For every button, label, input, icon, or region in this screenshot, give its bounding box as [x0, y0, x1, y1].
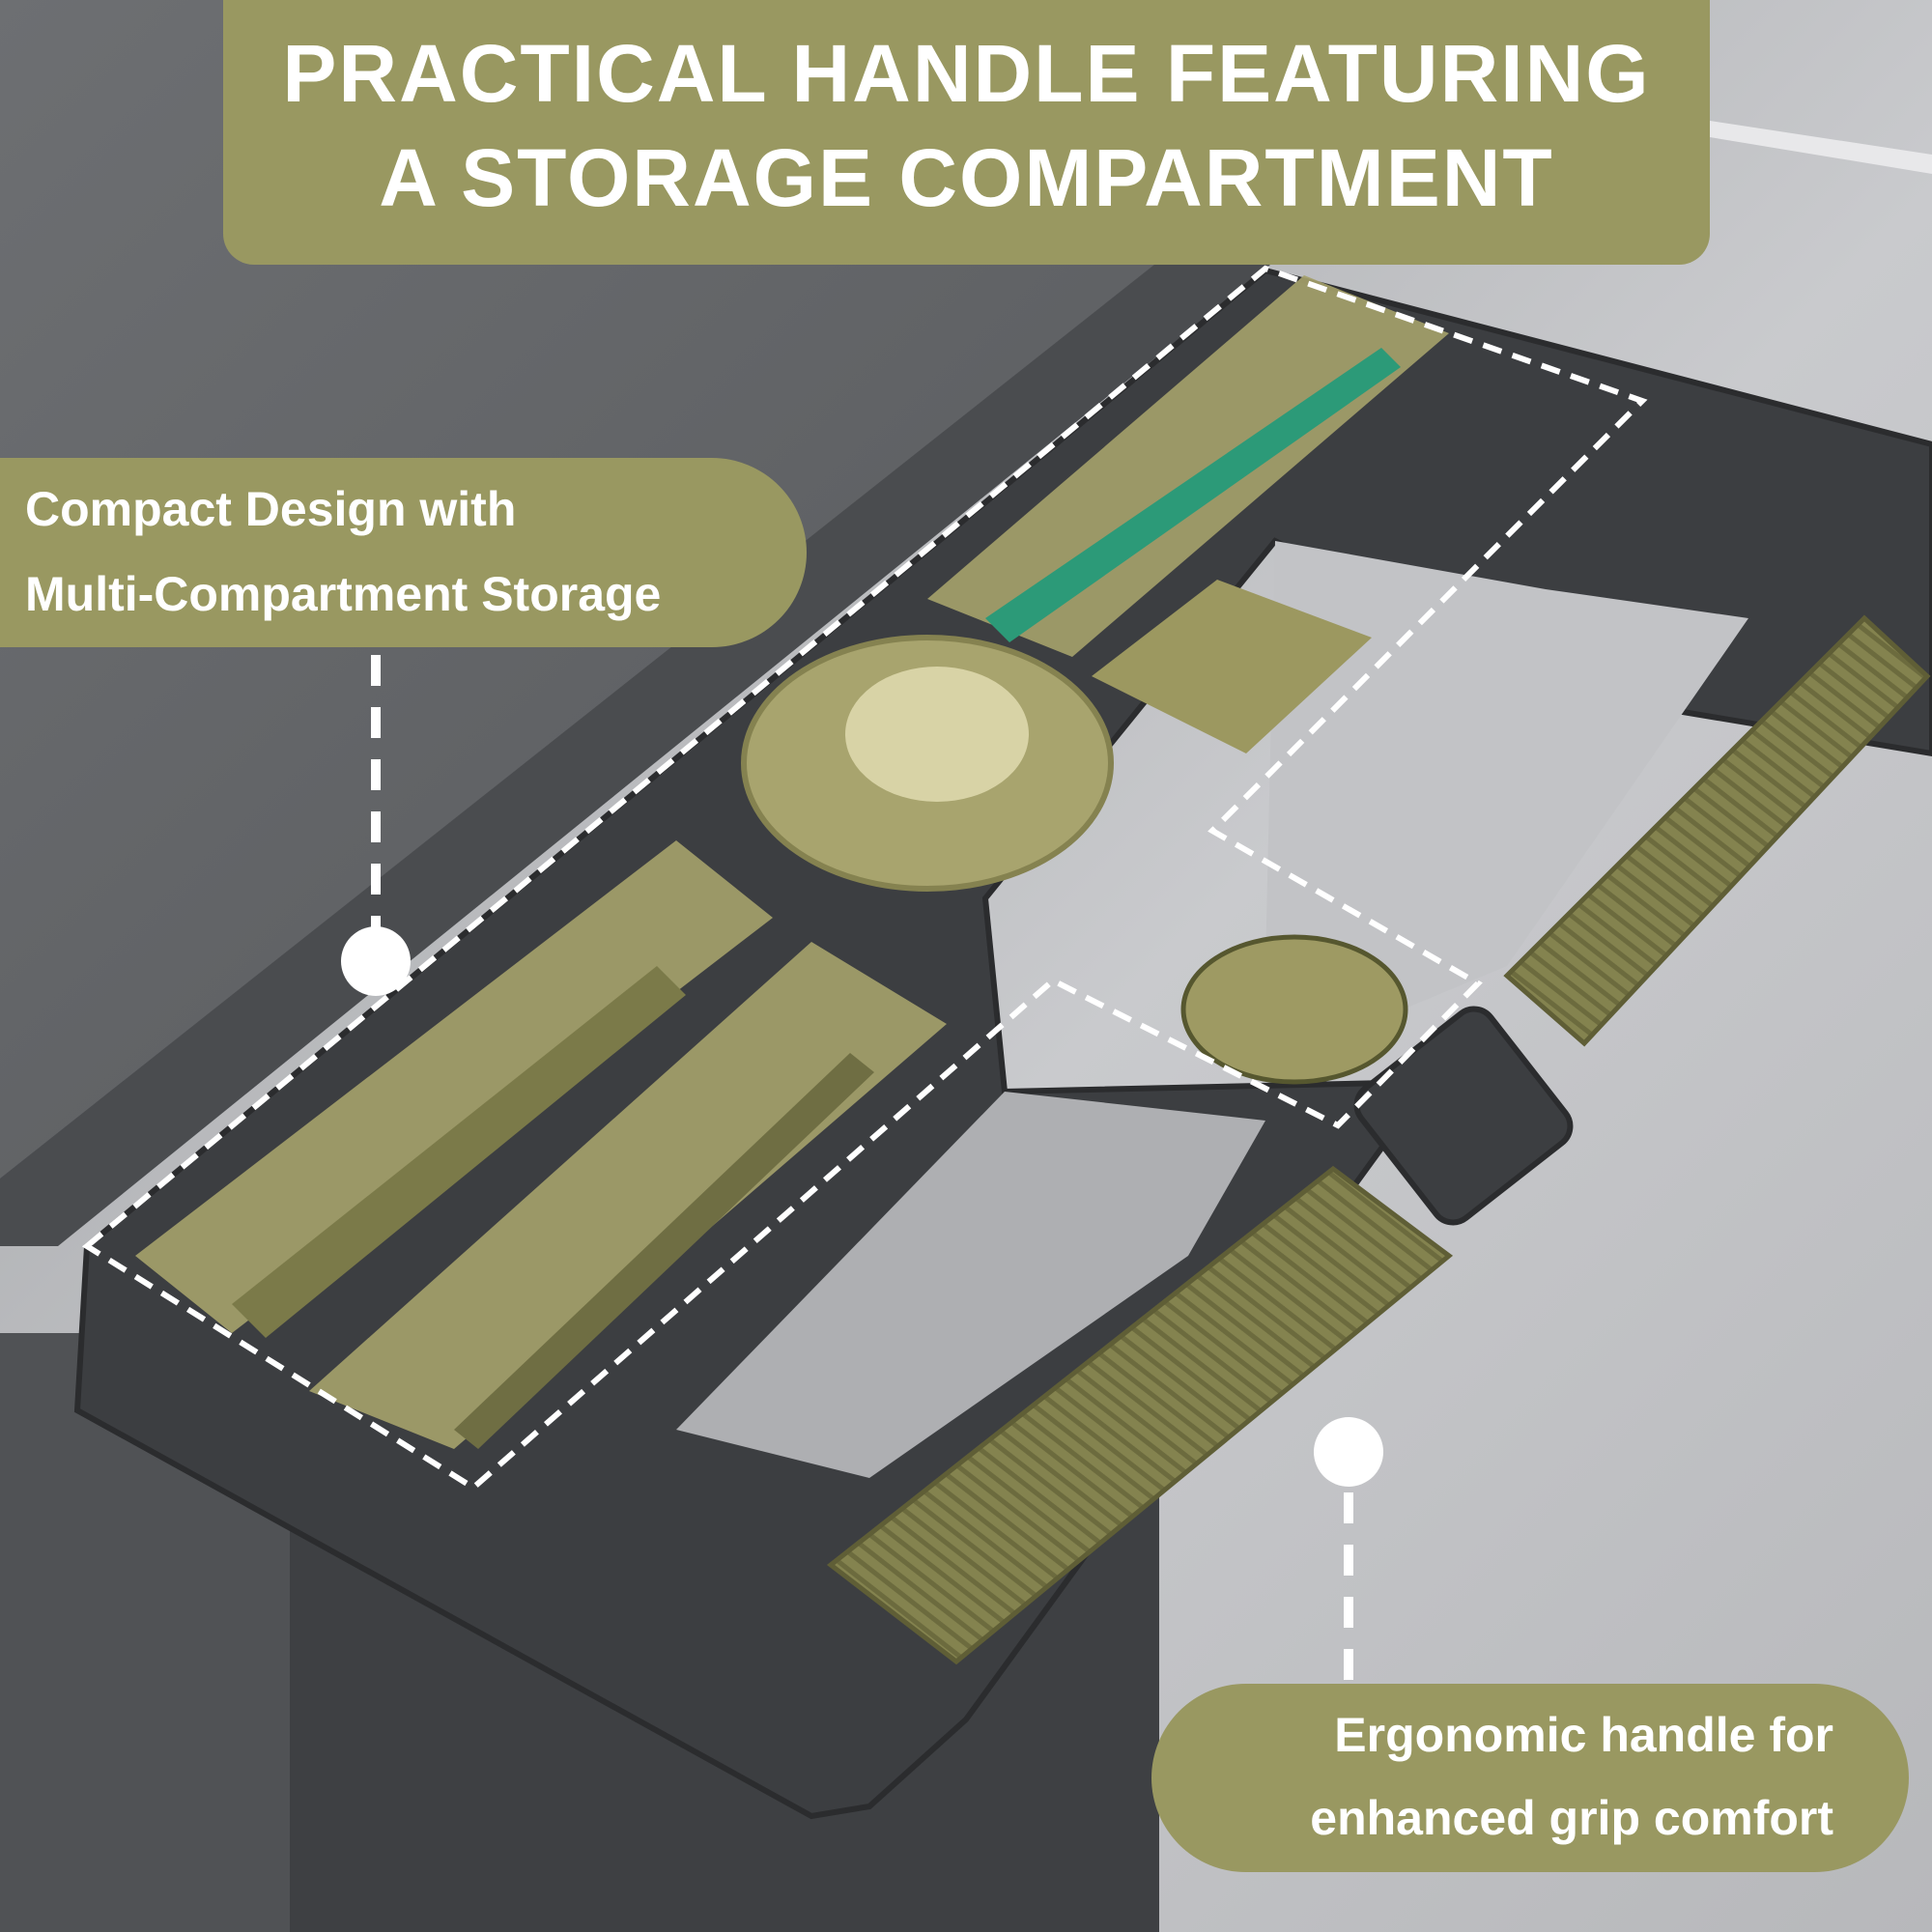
- left-callout-banner: [0, 458, 807, 647]
- right-callout-line-2: enhanced grip comfort: [1310, 1791, 1833, 1845]
- left-callout-line-1: Compact Design with: [25, 482, 517, 536]
- right-callout-line-1: Ergonomic handle for: [1334, 1708, 1833, 1762]
- storage-tray-top: [927, 275, 1449, 657]
- left-callout-dot: [341, 926, 411, 996]
- wrench-icon: [232, 966, 686, 1338]
- title-line-2: A STORAGE COMPARTMENT: [379, 132, 1554, 223]
- right-callout-banner: [1151, 1684, 1909, 1872]
- tape-measure-center: [845, 667, 1029, 802]
- grip-handle-upper: [1503, 614, 1931, 1047]
- title-banner: PRACTICAL HANDLE FEATURING A STORAGE COM…: [223, 0, 1710, 265]
- floor-stripe: [1710, 121, 1932, 174]
- ratchet-icon: [985, 348, 1401, 642]
- handle-opening-center: [676, 1092, 1265, 1478]
- right-callout-dot: [1314, 1417, 1383, 1487]
- handle-frame: [73, 267, 1932, 1820]
- cart-shelf-lip: [0, 261, 1275, 1246]
- storage-tray-long-center: [309, 942, 947, 1449]
- storage-tray-bolts: [1092, 580, 1372, 753]
- storage-tray-long-left: [135, 840, 773, 1333]
- screwdriver-icon: [454, 1053, 874, 1449]
- storage-outline: [81, 265, 1648, 1492]
- title-line-1: PRACTICAL HANDLE FEATURING: [282, 28, 1651, 119]
- left-callout-line-2: Multi-Compartment Storage: [25, 567, 662, 621]
- cup-holder: [1180, 934, 1408, 1085]
- grip-handle-lower: [826, 1165, 1454, 1665]
